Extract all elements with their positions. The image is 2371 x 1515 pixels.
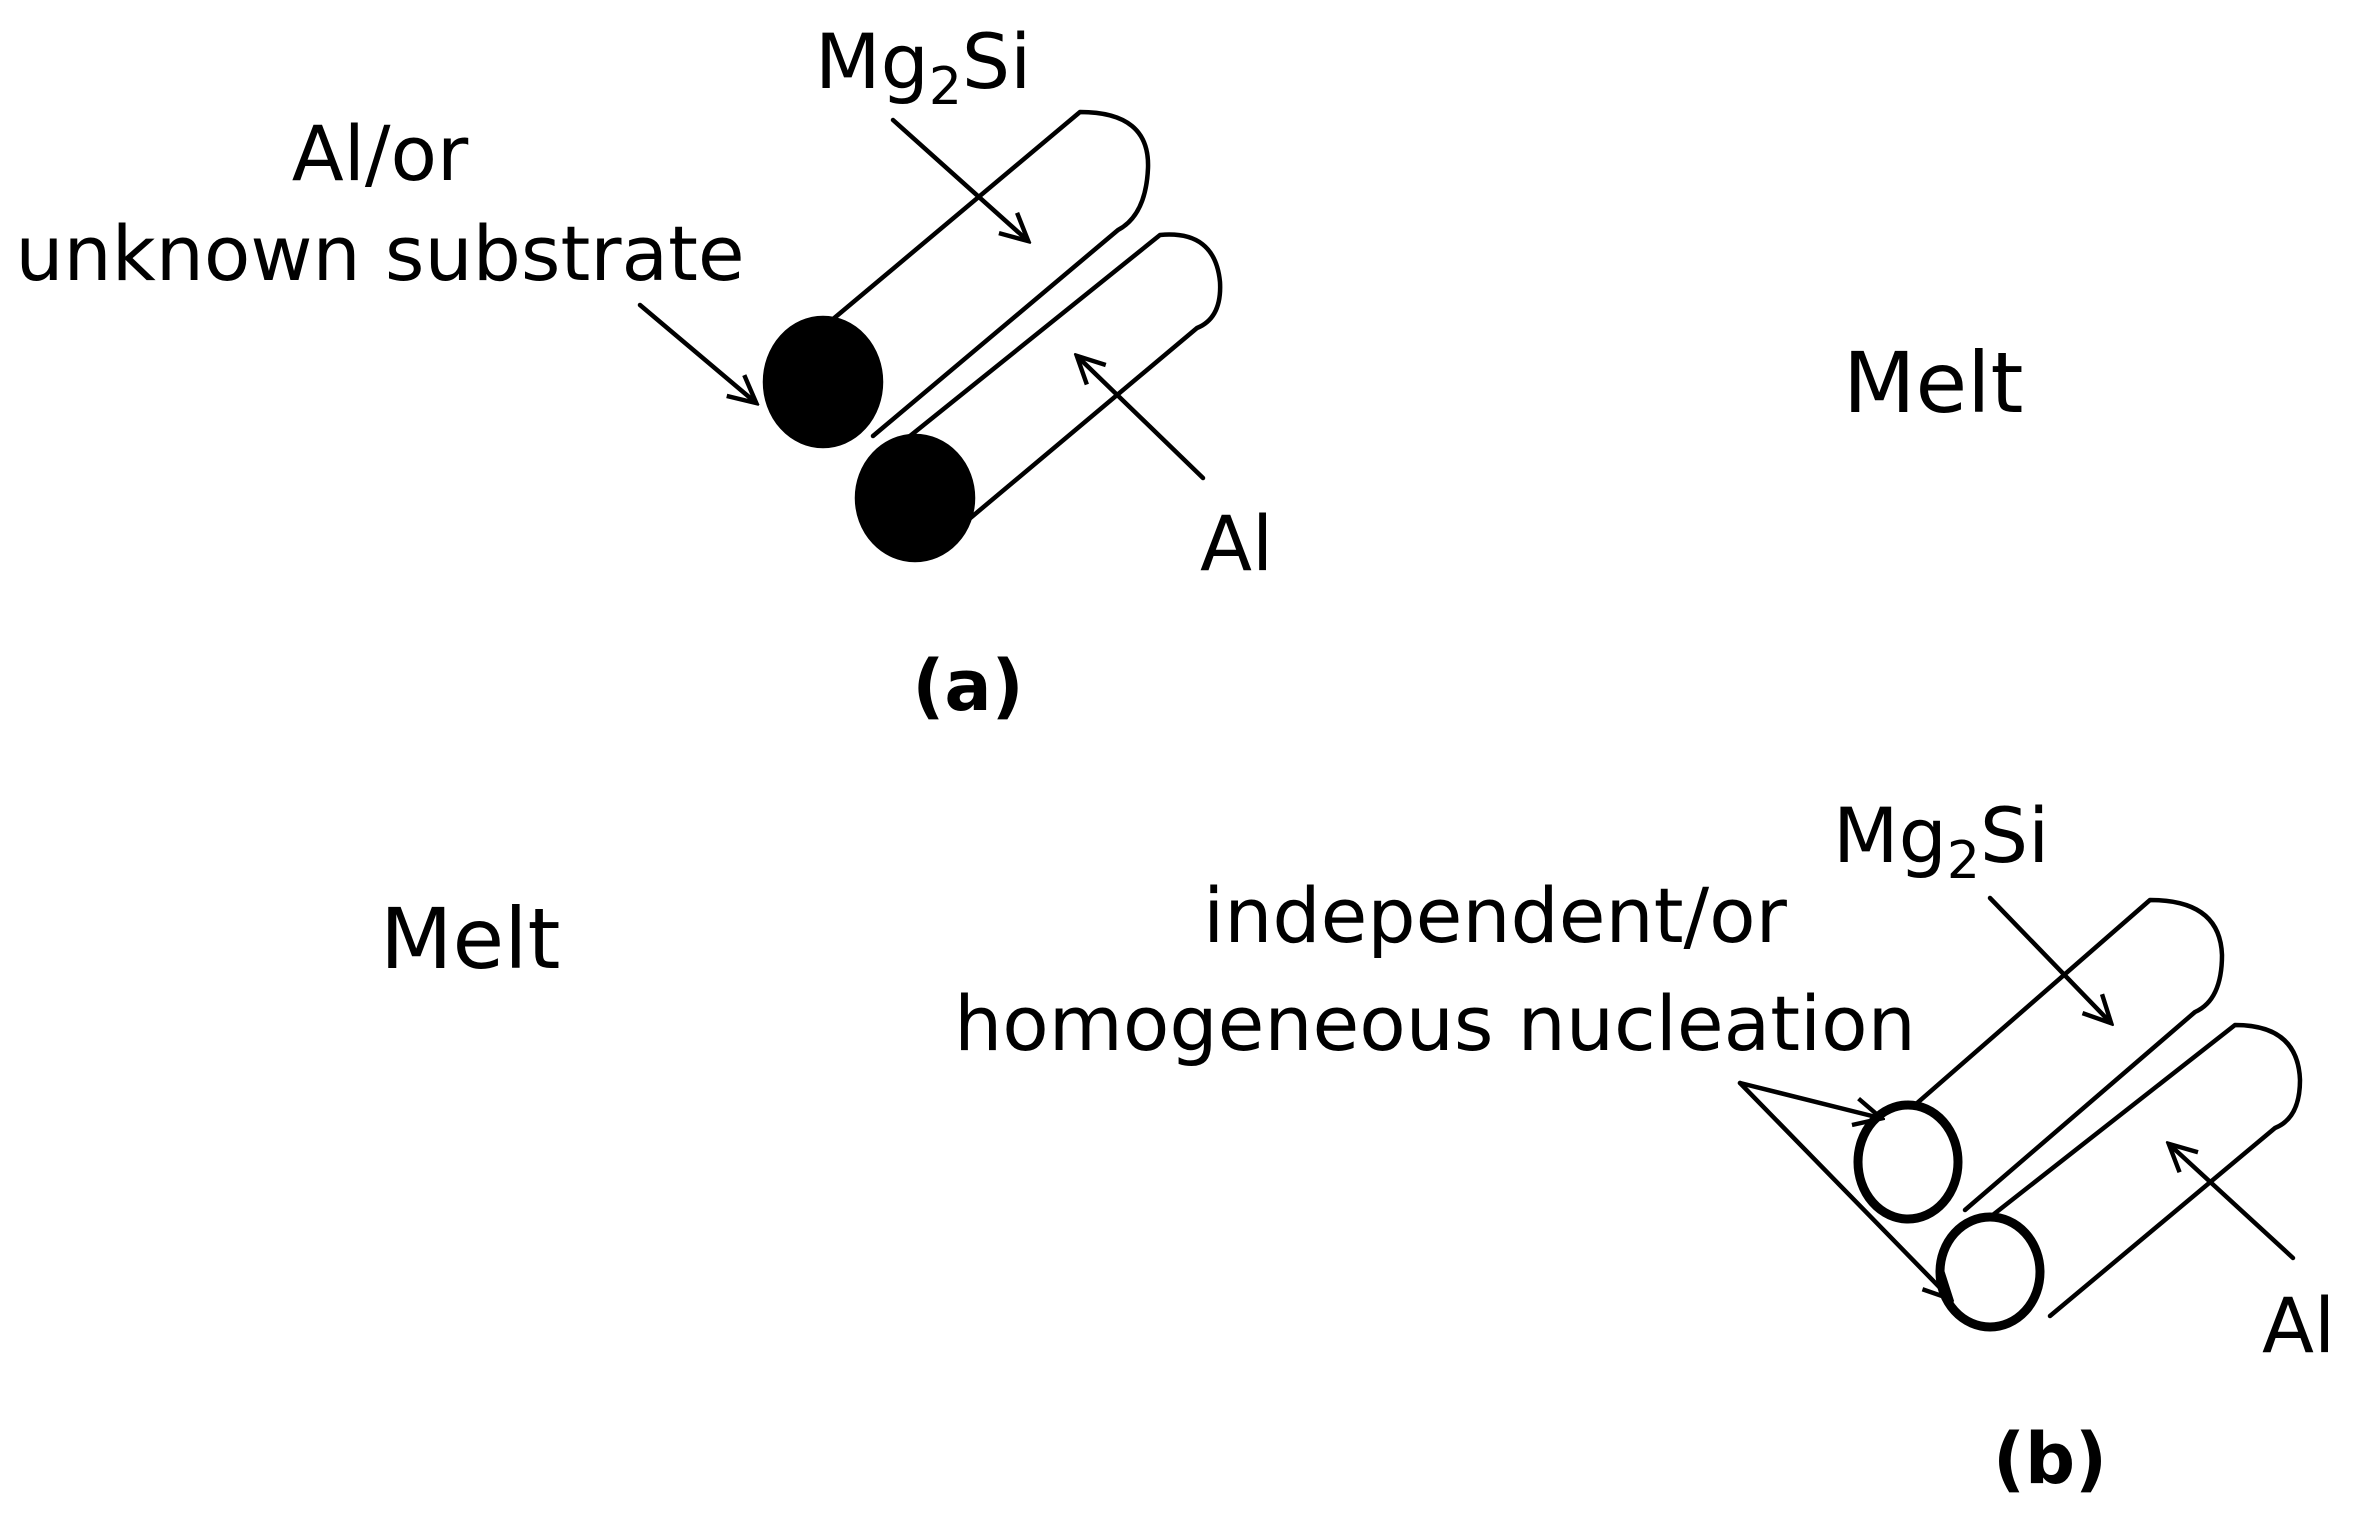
arrow-mg2si-a [890, 117, 1027, 240]
cylinder-top-body-b [1897, 897, 2225, 1213]
cylinder-top-body-a [817, 109, 1151, 439]
caption-a: (a) [912, 645, 1023, 727]
label-mg2si-b-main: Mg [1833, 791, 1947, 880]
label-mg2si-a: Mg2Si [815, 17, 1031, 117]
arrow-nucleation-top-b [1737, 1080, 1880, 1118]
arrow-al-b [2170, 1145, 2296, 1261]
nucleation-end-cap-bottom-b [1935, 1212, 2045, 1332]
substrate-end-cap-a [762, 315, 884, 449]
cylinder-mg2si-a [762, 109, 1151, 449]
arrow-substrate-a [637, 302, 755, 402]
label-nucleation-line1-b: independent/or [1203, 871, 1788, 960]
label-mg2si-a-sub: 2 [929, 57, 962, 117]
label-melt-a: Melt [1843, 334, 2023, 432]
cylinder-mg2si-b [1853, 897, 2225, 1224]
arrow-nucleation-bottom-b [1737, 1080, 1950, 1298]
label-substrate-line2-a: unknown substrate [15, 209, 744, 298]
cylinder-bottom-body-b [1977, 1022, 2303, 1319]
label-melt-b: Melt [380, 890, 560, 988]
arrow-mg2si-b [1987, 895, 2110, 1022]
al-end-cap-a [854, 433, 976, 563]
label-mg2si-b: Mg2Si [1833, 791, 2049, 891]
cylinder-al-b [1935, 1022, 2303, 1332]
label-mg2si-a-tail: Si [962, 17, 1031, 106]
label-mg2si-b-sub: 2 [1947, 831, 1980, 891]
label-substrate-line1-a: Al/or [292, 109, 469, 198]
label-nucleation-line2-b: homogeneous nucleation [954, 979, 1916, 1068]
panel-b: Mg2Si independent/or homogeneous nucleat… [380, 791, 2335, 1500]
label-al-a: Al [1200, 499, 1273, 588]
label-al-b: Al [2262, 1281, 2335, 1370]
cylinder-bottom-body-a [902, 232, 1223, 523]
arrow-al-a [1078, 357, 1206, 481]
label-mg2si-b-tail: Si [1980, 791, 2049, 880]
label-mg2si-a-main: Mg [815, 17, 929, 106]
cylinder-al-a [854, 232, 1223, 563]
nucleation-end-cap-top-b [1853, 1100, 1963, 1224]
caption-b: (b) [1993, 1418, 2107, 1500]
panel-a: Mg2Si Al/or unknown substrate Al Melt (a… [15, 17, 2023, 727]
